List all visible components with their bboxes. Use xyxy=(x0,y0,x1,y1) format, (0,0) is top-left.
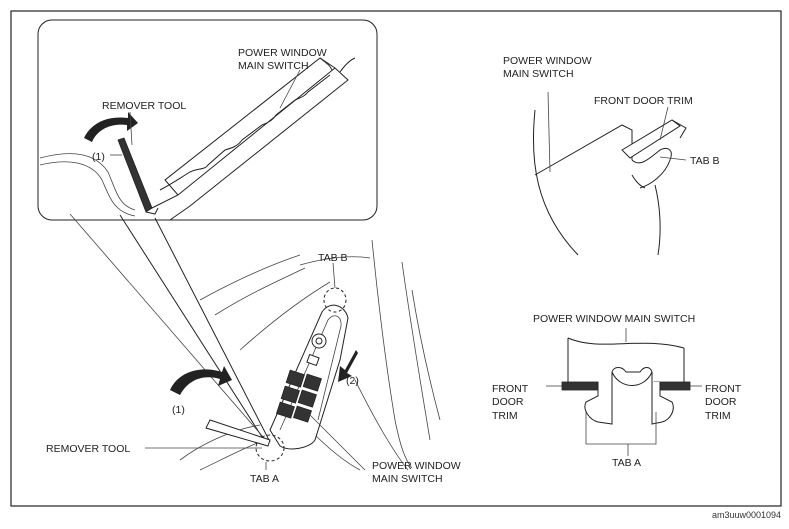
window-button xyxy=(292,405,312,423)
window-button xyxy=(297,389,317,408)
inset-detail: POWER WINDOW MAIN SWITCH REMOVER TOOL (1… xyxy=(37,19,378,221)
inset-rotate-arrow xyxy=(84,112,138,142)
tr-switch-label-2: MAIN SWITCH xyxy=(503,68,574,80)
step-2-label: (2) xyxy=(346,375,359,387)
tab-b-label: TAB B xyxy=(318,252,348,264)
door-view: TAB B (1) (2) REMOVER TOOL TAB A POWER W… xyxy=(46,239,461,485)
main-switch-label-1: POWER WINDOW xyxy=(372,460,461,472)
inset-tool-label: REMOVER TOOL xyxy=(102,100,186,112)
rotate-arrow-main xyxy=(170,366,232,395)
br-left-trim-1: FRONT xyxy=(492,383,529,395)
br-right-trim-3: TRIM xyxy=(705,410,731,422)
push-arrow-main xyxy=(338,350,358,382)
step-1-label: (1) xyxy=(172,404,185,416)
tr-switch-label-1: POWER WINDOW xyxy=(503,55,592,67)
tab-a-detail: POWER WINDOW MAIN SWITCH FRONT DOOR TRIM… xyxy=(492,313,742,469)
remover-tool-main xyxy=(205,419,271,447)
remover-tool-label: REMOVER TOOL xyxy=(46,443,130,455)
window-button xyxy=(285,369,305,388)
inset-switch-label-2: MAIN SWITCH xyxy=(238,60,309,72)
tr-tab-b-label: TAB B xyxy=(690,155,720,167)
tab-a-marker xyxy=(255,434,285,462)
tab-b-marker xyxy=(323,287,347,313)
window-button xyxy=(302,373,322,392)
br-right-trim-2: DOOR xyxy=(705,396,737,408)
br-switch-label: POWER WINDOW MAIN SWITCH xyxy=(533,313,695,325)
zoom-lines xyxy=(69,213,271,443)
left-trim-plate xyxy=(561,381,599,391)
br-left-trim-3: TRIM xyxy=(492,410,518,422)
br-left-trim-2: DOOR xyxy=(492,396,524,408)
tab-a-label: TAB A xyxy=(250,473,279,485)
figure-frame xyxy=(10,10,782,507)
main-switch-label-2: MAIN SWITCH xyxy=(372,473,443,485)
tr-trim-label: FRONT DOOR TRIM xyxy=(594,95,693,107)
tab-a-clip xyxy=(584,367,674,425)
br-tab-a-label: TAB A xyxy=(612,457,641,469)
inset-step-label: (1) xyxy=(92,151,105,163)
inset-switch-label-1: POWER WINDOW xyxy=(238,47,327,59)
window-button xyxy=(275,401,295,419)
figure-code: am3uuw0001094 xyxy=(712,510,781,520)
window-button xyxy=(280,385,300,404)
br-right-trim-1: FRONT xyxy=(705,383,742,395)
tab-b-detail: POWER WINDOW MAIN SWITCH FRONT DOOR TRIM… xyxy=(503,55,720,256)
